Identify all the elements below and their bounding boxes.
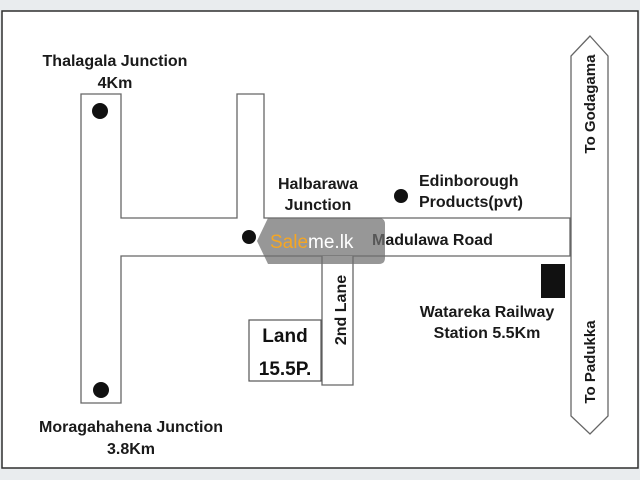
second-lane-label: 2nd Lane bbox=[333, 275, 350, 345]
madulawa-road-label: Madulawa Road bbox=[372, 232, 493, 249]
halbarawa-label-line1: Halbarawa bbox=[278, 176, 358, 193]
to-padukka-label: To Padukka bbox=[582, 320, 599, 404]
watermark-brand: Saleme.lk bbox=[270, 232, 354, 253]
railway-station-marker bbox=[541, 264, 565, 298]
halbarawa-junction-marker bbox=[242, 230, 256, 244]
land-label-line2: 15.5P. bbox=[259, 359, 311, 380]
moragahahena-distance-label: 3.8Km bbox=[107, 441, 155, 458]
moragahahena-junction-label: Moragahahena Junction bbox=[39, 419, 223, 436]
watermark-brand-part1: Sale bbox=[270, 232, 308, 253]
halbarawa-label-line2: Junction bbox=[285, 197, 352, 214]
watermark-badge bbox=[257, 218, 385, 264]
watareka-label-line1: Watareka Railway bbox=[420, 304, 555, 321]
second-lane-road bbox=[321, 256, 354, 386]
land-label-line1: Land bbox=[262, 326, 307, 347]
saleme-watermark: Saleme.lk bbox=[257, 218, 385, 264]
thalagala-junction-marker bbox=[92, 103, 108, 119]
watareka-label-line2: Station 5.5Km bbox=[434, 325, 541, 342]
watermark-brand-part2: me.lk bbox=[308, 232, 354, 253]
to-godagama-label: To Godagama bbox=[582, 54, 599, 154]
edinborough-label-line2: Products(pvt) bbox=[419, 194, 523, 211]
moragahahena-junction-marker bbox=[93, 382, 109, 398]
edinborough-label-line1: Edinborough bbox=[419, 173, 519, 190]
edinborough-marker bbox=[394, 189, 408, 203]
main-vertical-road bbox=[570, 35, 609, 435]
thalagala-distance-label: 4Km bbox=[98, 75, 133, 92]
land-plot-box bbox=[248, 319, 322, 382]
thalagala-junction-label: Thalagala Junction bbox=[43, 53, 188, 70]
